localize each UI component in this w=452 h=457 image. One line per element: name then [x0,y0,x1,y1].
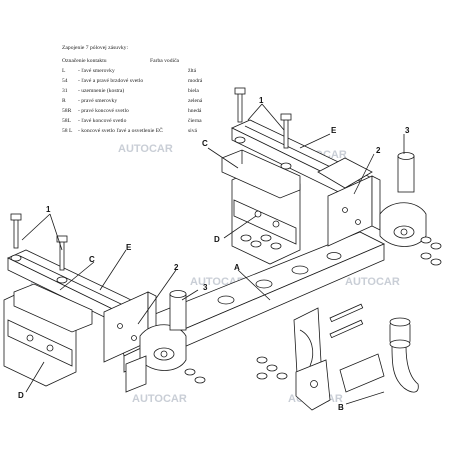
legend-row-code: 31 [62,88,68,94]
legend-col-marking: Označenie kontaktu [62,58,107,64]
callout-e-right: E [331,126,337,135]
callout-3-right: 3 [405,126,410,135]
legend-row-code: 58 L [62,128,73,134]
legend-row-code: 58R [62,108,72,114]
legend-row-desc: - pravé koncové svetlo [78,108,129,114]
legend-row: 58 L - koncové svetlo ľavé a osvetlenie … [62,126,198,134]
angle-bracket-left [13,283,93,333]
legend-row: 58R - pravé koncové svetlo hnedá [62,108,202,114]
legend-row-code: 54 [62,78,68,84]
legend-row-code: R [62,98,66,104]
bolt-set-top-right [234,87,292,170]
fastener-cluster-center [184,303,364,384]
watermark: AUTOCAR [118,143,173,155]
legend-row-desc: - ľavé a pravé brzdové svetlo [78,78,143,84]
legend-row-code: 58L [62,118,72,124]
legend-col-color: Farba vodiča [150,58,180,64]
legend-row-desc: - koncové svetlo ľavé a osvetlenie EČ [78,126,163,134]
legend-row-desc: - pravé smerovky [78,98,117,104]
legend-row-color: zelená [188,98,203,104]
legend-row-color: biela [188,88,199,94]
legend-row-color: hnedá [188,108,202,114]
legend-row-color: čierna [188,118,202,124]
tube-clamp-right [379,202,427,247]
legend-row-color: sivá [188,128,198,134]
legend-row-desc: - uzemnenie (kostra) [78,87,124,94]
callout-d-left: D [18,391,24,400]
end-plate-left [103,291,157,363]
tow-ball [339,317,419,393]
mounting-bracket-left [3,285,77,387]
legend-row: R - pravé smerovky zelená [62,98,203,104]
callout-d-right: D [214,235,220,244]
tube-clamp-left [125,324,187,393]
watermark: AUTOCAR [345,276,400,288]
legend-row: 31 - uzemnenie (kostra) biela [62,87,199,94]
callout-b-towball: B [338,403,344,412]
legend-row-color: modrá [188,78,203,84]
spacer-tube-left [169,290,187,331]
callout-1-right: 1 [259,96,264,105]
callout-a-crossbar: A [234,263,240,272]
legend-row-desc: - ľavé koncové svetlo [78,118,127,124]
callout-e-left: E [126,243,132,252]
bolt-set-top-left [10,213,68,284]
wiring-legend: Zapojenie 7 pólovej zásuvky: Označenie k… [62,45,203,134]
legend-row-desc: - ľavé smerovky [78,68,115,74]
end-plate-right [327,175,381,247]
callout-c-left: C [89,255,95,264]
legend-row-code: L [62,68,66,74]
callout-2-right: 2 [376,146,381,155]
angle-bracket-right [221,149,301,199]
callout-c-right: C [202,139,208,148]
fastener-cluster-right [240,234,442,266]
legend-row: L - ľavé smerovky žltá [62,68,197,74]
callout-2-left: 2 [174,263,179,272]
callout-1-left: 1 [46,205,51,214]
watermark: AUTOCAR [132,393,187,405]
center-drop-plate [293,307,331,411]
legend-title: Zapojenie 7 pólovej zásuvky: [62,45,128,51]
spacer-tube-right [397,152,415,193]
callout-3-left: 3 [203,283,208,292]
legend-row-color: žltá [188,68,197,74]
legend-row: 58L - ľavé koncové svetlo čierna [62,118,202,124]
callout-lines [21,103,405,405]
legend-row: 54 - ľavé a pravé brzdové svetlo modrá [62,78,203,84]
